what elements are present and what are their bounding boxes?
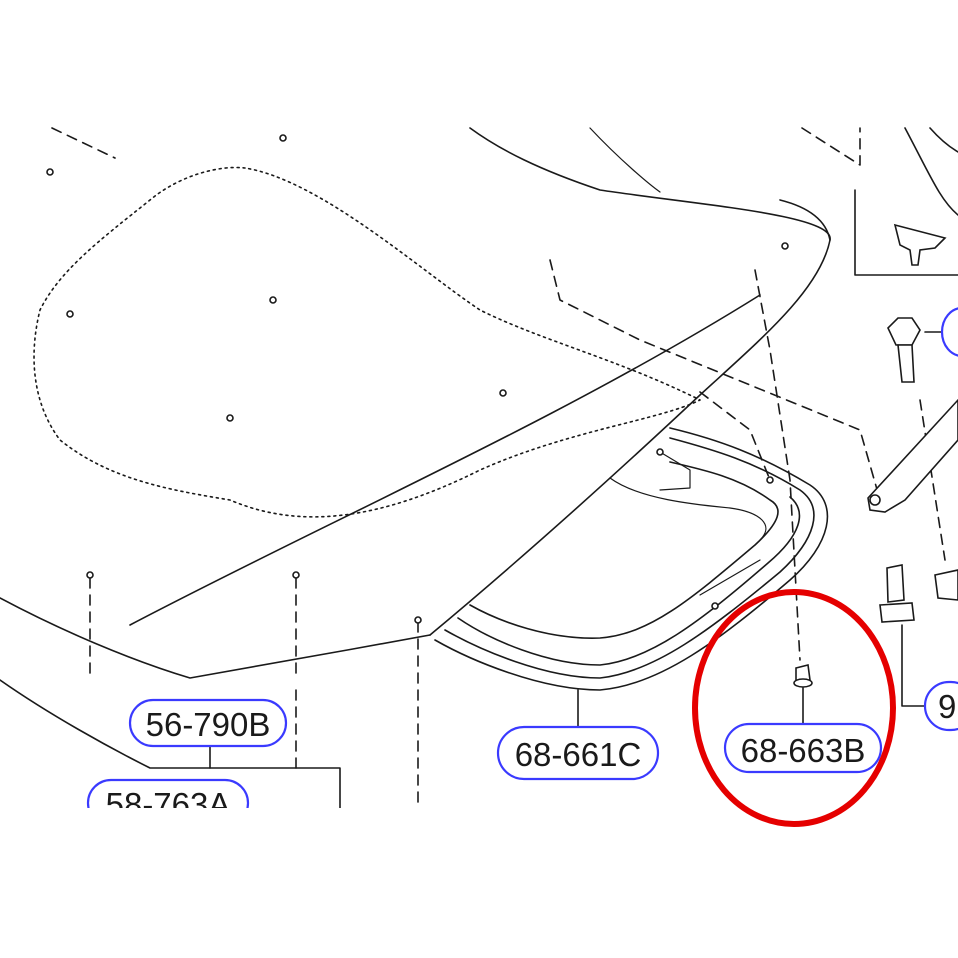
dashed-leaders <box>86 259 946 809</box>
hinge-assembly <box>854 127 958 623</box>
callout-68-663b-label: 68-663B <box>741 732 866 769</box>
callout-56-790b-label: 56-790B <box>146 706 271 743</box>
lining-pad <box>434 427 829 691</box>
highlight-circle <box>692 589 896 827</box>
leader-lines <box>209 331 943 769</box>
callout-9-lower-label: 9 <box>938 688 956 725</box>
callout-68-661c[interactable]: 68-661C <box>496 725 660 781</box>
callout-56-790b[interactable]: 56-790B <box>128 698 288 748</box>
callout-68-663b[interactable]: 68-663B <box>723 722 883 774</box>
callout-9-lower[interactable]: 9 <box>923 680 958 732</box>
clip-68-663b <box>793 664 813 688</box>
bottom-margin <box>0 808 958 958</box>
hood-panel <box>0 127 861 809</box>
callout-68-661c-label: 68-661C <box>515 736 642 773</box>
callout-9-upper[interactable]: 9 <box>940 307 958 357</box>
